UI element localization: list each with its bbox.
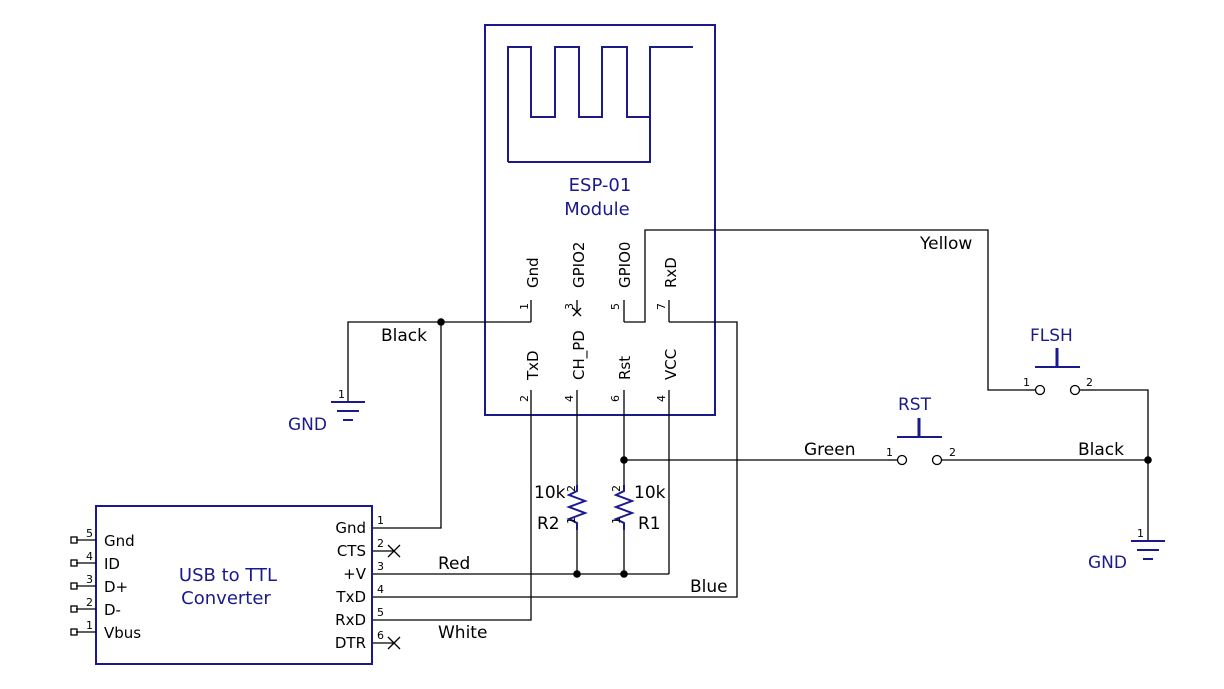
pin-name-gpio0: GPIO0	[616, 242, 634, 288]
wire-label-blue: Blue	[690, 577, 728, 597]
r2-pin-bottom: 1	[565, 517, 578, 524]
junction-dot	[1144, 456, 1152, 464]
module-title-line2: Module	[564, 199, 629, 220]
conv-right-pin-num: 5	[377, 606, 384, 619]
converter-title-line1: USB to TTL	[179, 565, 277, 586]
converter-left-pins: Gnd ID D+ D- Vbus 5 4 3 2 1	[70, 527, 141, 642]
switch-flsh-pin1: 1	[1023, 376, 1030, 389]
ground-symbol-right: 1 GND	[1088, 527, 1165, 573]
junction-dot	[437, 318, 445, 326]
svg-text:1: 1	[338, 388, 345, 401]
ground-label-right: GND	[1088, 553, 1127, 573]
switch-rst-label: RST	[898, 395, 932, 415]
r1-name: R1	[638, 514, 661, 534]
converter-right-pins: Gnd CTS +V TxD RxD DTR 1 2 3 4 5 6	[335, 514, 384, 652]
conv-left-pin-num: 4	[86, 550, 93, 563]
conv-left-pin-name: Gnd	[104, 532, 135, 550]
pin-num-rst: 6	[609, 395, 622, 402]
conv-left-pin-num: 3	[86, 573, 93, 586]
junction-dot	[620, 456, 628, 464]
conv-left-pin-name: ID	[104, 555, 120, 573]
pin-name-rxd: RxD	[662, 257, 680, 288]
conv-right-pin-num: 3	[377, 560, 384, 573]
conv-right-pin-num: 1	[377, 514, 384, 527]
pin-name-vcc: VCC	[662, 349, 680, 380]
conv-right-pin-name: CTS	[337, 542, 366, 560]
conv-right-pin-num: 4	[377, 583, 384, 596]
pcb-antenna-trace	[507, 46, 693, 163]
conv-left-pin-name: D-	[104, 601, 121, 619]
switch-rst: RST 1 2	[886, 395, 962, 466]
junctions	[437, 318, 1152, 578]
r2-pin-top: 2	[565, 485, 578, 492]
wire-label-green: Green	[804, 440, 855, 460]
pin-name-rst: Rst	[616, 356, 634, 380]
ground-label-left: GND	[288, 415, 327, 435]
ground-symbol-left: 1 GND	[288, 388, 365, 435]
conv-left-pin-name: D+	[104, 578, 128, 596]
conv-left-pin-num: 1	[86, 619, 93, 632]
switch-flsh: FLSH 1 2	[1023, 326, 1096, 396]
switch-flsh-label: FLSH	[1030, 326, 1073, 346]
conv-left-pin-name: Vbus	[104, 624, 141, 642]
switch-rst-pin2: 2	[949, 446, 956, 459]
wire-label-red: Red	[438, 554, 470, 574]
conv-right-pin-name: Gnd	[335, 519, 366, 537]
module-title-line1: ESP-01	[569, 175, 632, 196]
conv-right-pin-num: 2	[377, 537, 384, 550]
r2-name: R2	[537, 514, 560, 534]
pin-num-rxd: 7	[655, 303, 668, 310]
wires	[347, 229, 1149, 650]
junction-dot	[573, 570, 581, 578]
r1-value: 10k	[634, 483, 666, 503]
svg-text:1: 1	[1137, 527, 1144, 540]
conv-right-pin-name: TxD	[335, 588, 366, 606]
cts-no-connect	[387, 544, 401, 558]
usb-ttl-converter: USB to TTL Converter Gnd CTS +V TxD RxD …	[70, 505, 384, 665]
wire-label-black-left: Black	[381, 326, 427, 346]
r1-pin-bottom: 1	[610, 517, 623, 524]
switch-flsh-pin2: 2	[1086, 376, 1093, 389]
pin-num-gnd: 1	[518, 303, 531, 310]
pin-name-ch-pd: CH_PD	[570, 330, 589, 380]
pin-num-vcc: 4	[655, 395, 668, 402]
esp01-module: ESP-01 Module Gnd GPIO2 GPIO0 RxD 1 3 5 …	[484, 24, 716, 416]
wire-label-black-right: Black	[1078, 440, 1124, 460]
wire-label-yellow: Yellow	[919, 234, 972, 254]
pin-name-gpio2: GPIO2	[570, 242, 588, 288]
conv-left-pin-num: 5	[86, 527, 93, 540]
switch-rst-pin1: 1	[886, 446, 893, 459]
resistor-r1: 10k R1 2 1	[610, 483, 666, 534]
pin-name-txd: TxD	[524, 350, 542, 381]
resistor-r2: 10k R2 2 1	[534, 483, 588, 534]
converter-title-line2: Converter	[181, 588, 271, 609]
junction-dot	[620, 570, 628, 578]
pin-name-gnd: Gnd	[524, 257, 542, 288]
r2-value: 10k	[534, 483, 566, 503]
conv-left-pin-num: 2	[86, 596, 93, 609]
pin-num-txd: 2	[518, 395, 531, 402]
wire-label-white: White	[438, 623, 487, 643]
pin-num-gpio2: 3	[563, 303, 576, 310]
gpio2-no-connect	[572, 307, 582, 317]
pin-num-gpio0: 5	[609, 303, 622, 310]
conv-right-pin-name: DTR	[335, 634, 366, 652]
dtr-no-connect	[387, 636, 401, 650]
r1-pin-top: 2	[610, 485, 623, 492]
pin-num-ch-pd: 4	[563, 395, 576, 402]
conv-right-pin-name: +V	[343, 565, 367, 583]
conv-right-pin-num: 6	[377, 629, 384, 642]
conv-right-pin-name: RxD	[335, 611, 366, 629]
